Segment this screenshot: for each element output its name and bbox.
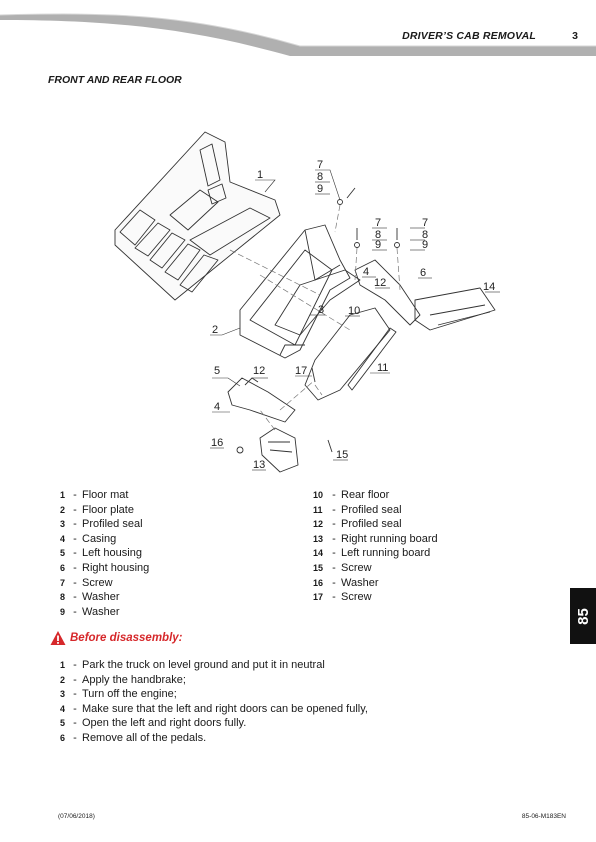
footer-doc-code: 85-06-M183EN [521, 813, 566, 820]
chapter-tab-label: 85 [574, 607, 592, 625]
warning-triangle-icon [50, 631, 66, 645]
callout-12a: 12 [374, 277, 386, 289]
legend-left: 1-Floor mat 2-Floor plate 3-Profiled sea… [60, 488, 149, 619]
callout-8b: 8 [375, 229, 381, 241]
legend-item: 13-Right running board [313, 532, 438, 545]
callout-7a: 7 [317, 159, 323, 171]
callout-10: 10 [348, 305, 360, 317]
page-number: 3 [572, 30, 578, 42]
legend-item: 9-Washer [60, 605, 120, 618]
callout-8a: 8 [317, 171, 323, 183]
header-swoosh [0, 13, 596, 56]
legend-item: 6-Right housing [60, 561, 150, 574]
steps-list: 1-Park the truck on level ground and put… [60, 658, 368, 746]
legend-item: 11-Profiled seal [313, 503, 402, 516]
profiled-seal-3 [274, 269, 361, 336]
warning-title: Before disassembly: [70, 632, 183, 644]
legend-item: 1-Floor mat [60, 489, 129, 501]
left-running-board [414, 287, 496, 331]
legend-item: 16-Washer [313, 576, 379, 589]
right-running-board [259, 427, 299, 473]
section-title: FRONT AND REAR FLOOR [48, 74, 182, 86]
legend-item: 2-Floor plate [60, 503, 134, 516]
legend-item: 15-Screw [313, 561, 372, 574]
callout-1: 1 [257, 169, 263, 181]
legend-item: 17-Screw [313, 591, 372, 604]
callout-16: 16 [211, 437, 223, 449]
legend-item: 14-Left running board [313, 547, 431, 560]
callout-2: 2 [212, 324, 218, 336]
callout-9b: 9 [375, 239, 381, 251]
warning-heading: Before disassembly: [50, 630, 183, 646]
floor-plate [239, 224, 351, 359]
callout-3: 3 [318, 304, 324, 316]
legend-item: 12-Profiled seal [313, 518, 402, 531]
callout-12b: 12 [253, 365, 265, 377]
step-item: 4-Make sure that the left and right door… [60, 702, 368, 715]
callout-15: 15 [336, 449, 348, 461]
step-item: 2-Apply the handbrake; [60, 673, 186, 686]
legend-item: 8-Washer [60, 591, 120, 604]
step-item: 6-Remove all of the pedals. [60, 731, 207, 744]
left-housing [227, 377, 296, 423]
legend-item: 5-Left housing [60, 547, 142, 560]
callout-9a: 9 [317, 183, 323, 195]
callout-7b: 7 [375, 217, 381, 229]
step-item: 3-Turn off the engine; [60, 688, 177, 701]
callout-11: 11 [377, 362, 388, 374]
callout-5: 5 [214, 365, 220, 377]
legend-right: 10-Rear floor 11-Profiled seal 12-Profil… [313, 488, 438, 605]
exploded-floor-diagram: 1 2 3 4 5 6 7 8 9 7 8 9 7 8 9 10 11 12 4… [114, 131, 500, 473]
legend-item: 3-Profiled seal [60, 518, 143, 531]
callout-13: 13 [253, 459, 265, 471]
callout-8c: 8 [422, 229, 428, 241]
callout-9c: 9 [422, 239, 428, 251]
step-item: 5-Open the left and right doors fully. [60, 717, 247, 730]
floor-mat [114, 131, 281, 301]
rear-floor [304, 307, 391, 401]
profiled-seal-11 [347, 327, 397, 391]
header-title: DRIVER’S CAB REMOVAL [402, 30, 536, 42]
chapter-tab: 85 [570, 588, 596, 644]
callout-17: 17 [295, 365, 307, 377]
legend-item: 4-Casing [60, 532, 117, 545]
callout-6: 6 [420, 267, 426, 279]
step-item: 1-Park the truck on level ground and put… [60, 659, 325, 671]
callout-4b: 4 [214, 401, 220, 413]
footer-date: (07/06/2018) [58, 813, 95, 820]
callout-4: 4 [363, 266, 369, 278]
callout-7c: 7 [422, 217, 428, 229]
legend-item: 7-Screw [60, 576, 113, 589]
legend-item: 10-Rear floor [313, 489, 390, 501]
callout-14: 14 [483, 281, 495, 293]
